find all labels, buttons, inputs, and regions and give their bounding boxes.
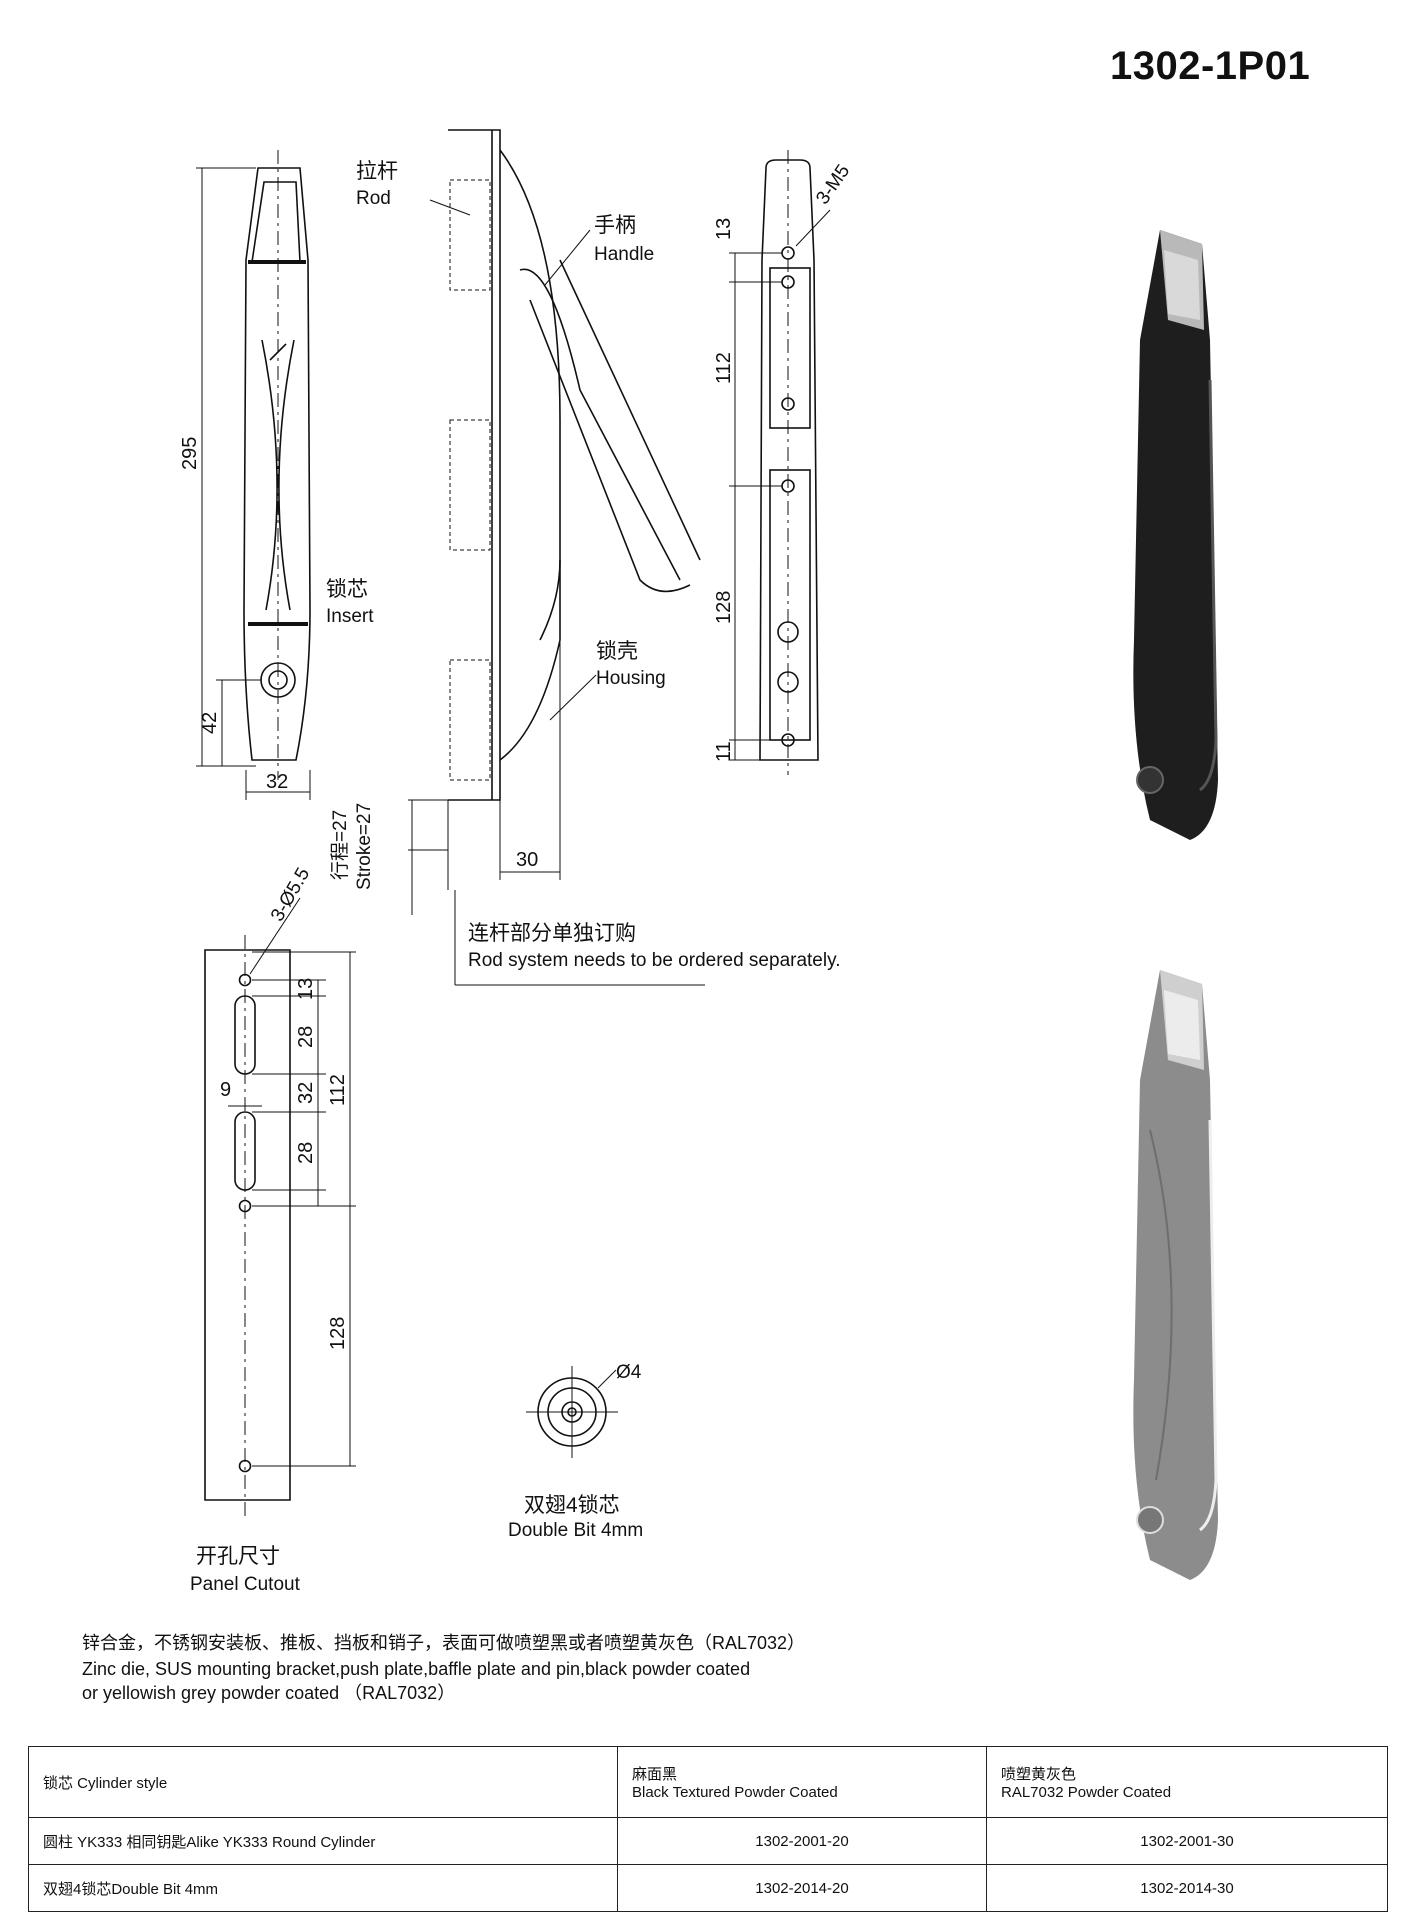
cutout-label-en: Panel Cutout bbox=[190, 1574, 300, 1595]
bit-label-en: Double Bit 4mm bbox=[508, 1520, 644, 1541]
cell-style: 圆柱 YK333 相同钥匙Alike YK333 Round Cylinder bbox=[28, 1817, 618, 1865]
handle-label-cn: 手柄 bbox=[594, 214, 636, 237]
housing-label-cn: 锁壳 bbox=[596, 640, 638, 663]
side-view bbox=[408, 129, 705, 986]
table-header: 锁芯 Cylinder style 麻面黑 Black Textured Pow… bbox=[28, 1746, 1388, 1818]
dim-front-lower: 42 bbox=[199, 712, 221, 734]
dim-front-width: 32 bbox=[266, 771, 288, 793]
dim-back-11: 11 bbox=[713, 741, 735, 762]
dim-cut-32: 32 bbox=[295, 1082, 317, 1104]
rod-note-cn: 连杆部分单独订购 bbox=[468, 922, 636, 945]
grey-handle-render bbox=[1133, 970, 1218, 1580]
handle-label-en: Handle bbox=[594, 244, 655, 265]
material-en-1: Zinc die, SUS mounting bracket,push plat… bbox=[82, 1659, 751, 1679]
black-handle-render bbox=[1133, 230, 1218, 840]
rod-label-en: Rod bbox=[356, 188, 391, 209]
insert-label-en: Insert bbox=[326, 606, 374, 627]
dim-cut-28a: 28 bbox=[295, 1026, 317, 1048]
bit-label-cn: 双翅4锁芯 bbox=[524, 1494, 620, 1517]
header-cylinder-style: 锁芯 Cylinder style bbox=[28, 1746, 618, 1818]
stroke-label-en: Stroke=27 bbox=[354, 802, 375, 890]
cutout-label-cn: 开孔尺寸 bbox=[196, 1545, 280, 1568]
dim-side-depth: 30 bbox=[516, 849, 538, 871]
table-row: 双翅4锁芯Double Bit 4mm 1302-2014-20 1302-20… bbox=[28, 1864, 1388, 1912]
panel-cutout bbox=[204, 897, 356, 1520]
cell-grey-code: 1302-2014-30 bbox=[986, 1864, 1388, 1912]
header-black-cn: 麻面黑 bbox=[632, 1766, 678, 1783]
cell-grey-code: 1302-2001-30 bbox=[986, 1817, 1388, 1865]
table-row: 圆柱 YK333 相同钥匙Alike YK333 Round Cylinder … bbox=[28, 1817, 1388, 1865]
dim-back-112: 112 bbox=[713, 352, 735, 384]
dim-cut-112: 112 bbox=[327, 1074, 349, 1106]
header-grey-cn: 喷塑黄灰色 bbox=[1001, 1766, 1077, 1783]
dim-back-128: 128 bbox=[713, 591, 735, 624]
double-bit-cylinder bbox=[526, 1366, 618, 1458]
ordering-table: 锁芯 Cylinder style 麻面黑 Black Textured Pow… bbox=[28, 1746, 1388, 1912]
material-en-2: or yellowish grey powder coated （RAL7032… bbox=[82, 1683, 456, 1703]
cell-style: 双翅4锁芯Double Bit 4mm bbox=[28, 1864, 618, 1912]
dim-back-13: 13 bbox=[713, 218, 735, 240]
insert-label-cn: 锁芯 bbox=[326, 578, 368, 601]
rod-note-en: Rod system needs to be ordered separatel… bbox=[468, 950, 841, 971]
dim-cut-28b: 28 bbox=[295, 1142, 317, 1164]
cell-black-code: 1302-2014-20 bbox=[617, 1864, 987, 1912]
material-cn: 锌合金，不锈钢安装板、推板、挡板和销子，表面可做喷塑黑或者喷塑黄灰色（RAL70… bbox=[82, 1633, 806, 1653]
bit-dia-label: Ø4 bbox=[616, 1362, 642, 1383]
cell-black-code: 1302-2001-20 bbox=[617, 1817, 987, 1865]
stroke-label-cn: 行程=27 bbox=[330, 809, 351, 880]
rod-label-cn: 拉杆 bbox=[356, 160, 398, 183]
header-grey: 喷塑黄灰色 RAL7032 Powder Coated bbox=[986, 1746, 1388, 1818]
back-view bbox=[729, 150, 831, 775]
dim-cut-9: 9 bbox=[220, 1079, 231, 1101]
part-number: 1302-1P01 bbox=[1110, 44, 1311, 88]
dim-cut-13: 13 bbox=[295, 978, 317, 1000]
dim-front-height: 295 bbox=[179, 437, 201, 470]
header-black: 麻面黑 Black Textured Powder Coated bbox=[617, 1746, 987, 1818]
front-view bbox=[196, 150, 311, 800]
header-black-en: Black Textured Powder Coated bbox=[632, 1784, 838, 1801]
housing-label-en: Housing bbox=[596, 668, 666, 689]
header-grey-en: RAL7032 Powder Coated bbox=[1001, 1784, 1172, 1801]
dim-cut-128: 128 bbox=[327, 1317, 349, 1350]
